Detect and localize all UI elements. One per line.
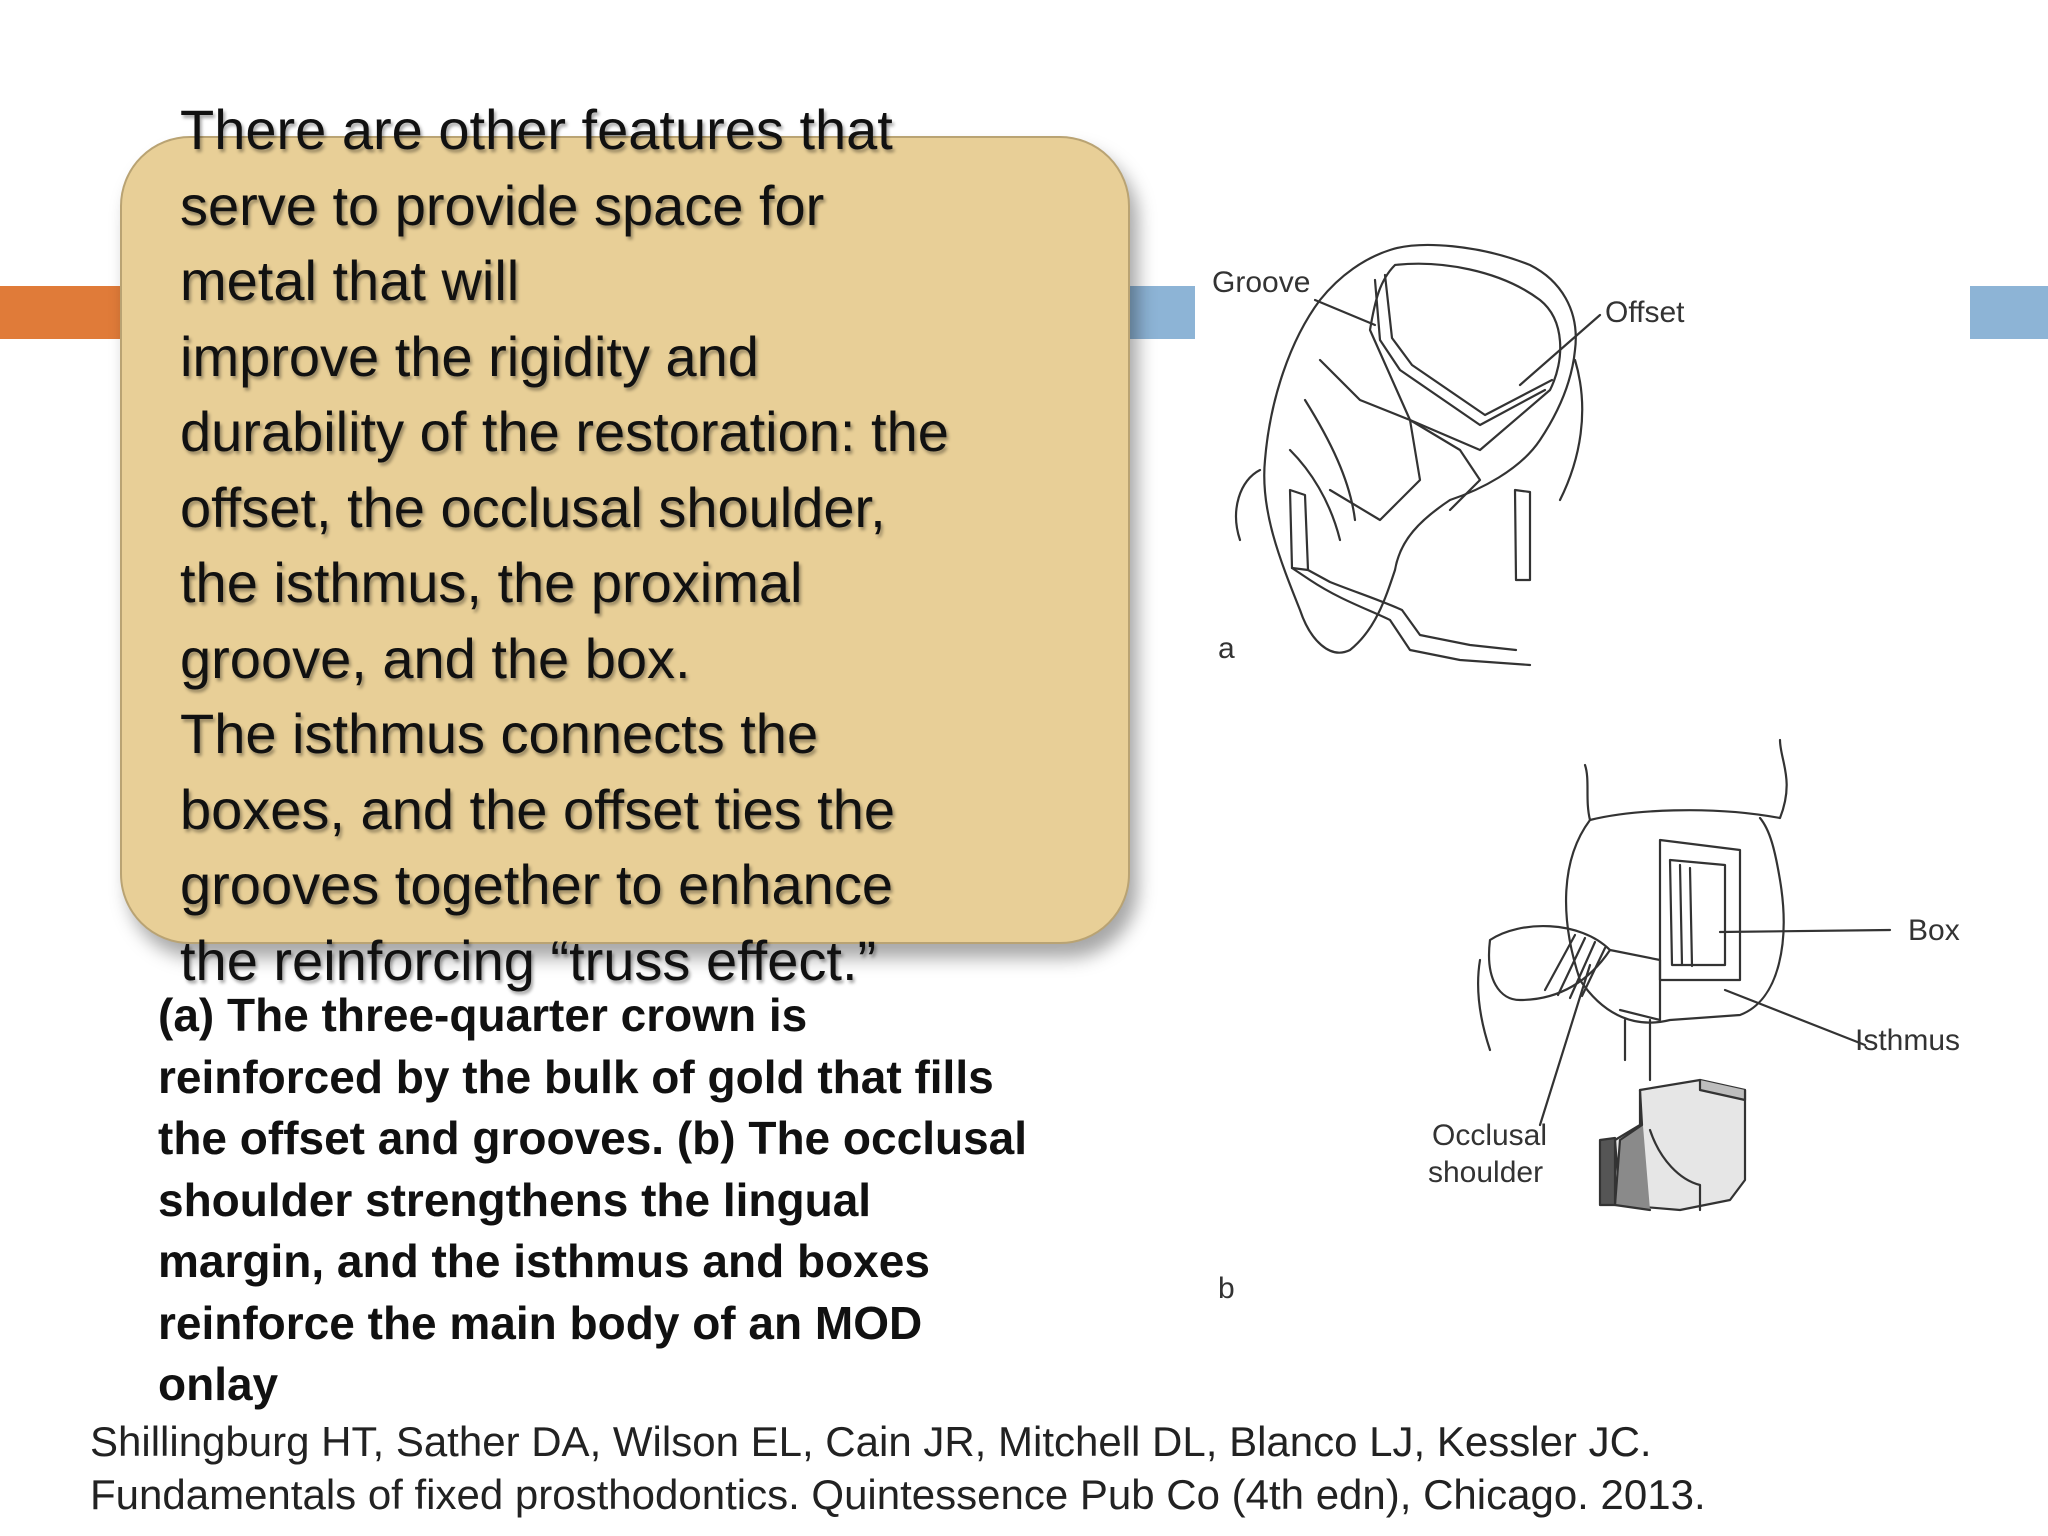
tooth-a-groove-line: [1383, 273, 1554, 417]
callout-box: [120, 136, 1130, 944]
tooth-b-block-edge: [1613, 1088, 1652, 1212]
offset-leader-line: [1518, 313, 1602, 387]
groove-leader-line: [1313, 298, 1377, 327]
caption-line: reinforce the main body of an MOD: [158, 1296, 923, 1349]
tooth-a-contour: [1235, 468, 1262, 542]
tooth-b-box-inner: [1668, 858, 1727, 967]
diagram-b-labels: Box Isthmus Occlusal shoulder b: [1218, 914, 1960, 1305]
tooth-b-outline: [1583, 738, 1788, 822]
caption-line: shoulder strengthens the lingual: [158, 1173, 872, 1226]
tooth-a-facet: [1318, 358, 1422, 522]
tooth-a-groove-line: [1373, 278, 1547, 427]
caption-line: margin, and the isthmus and boxes: [158, 1235, 930, 1287]
label-b: b: [1218, 1272, 1235, 1305]
main-text-line: The isthmus connects the: [180, 702, 819, 765]
main-text-line: There are other features that: [180, 98, 893, 161]
tooth-a-facet: [1288, 448, 1342, 542]
tooth-a-groove-slot: [1288, 488, 1310, 572]
diagram-b: [1476, 738, 1892, 1212]
diagram-a-labels: Groove Offset a: [1212, 266, 1685, 665]
main-text-line: the reinforcing “truss effect.”: [180, 928, 877, 992]
main-text-line: durability of the restoration: the: [180, 400, 949, 463]
diagram-a: [1235, 243, 1602, 667]
main-text-line: serve to provide space for: [180, 173, 825, 237]
tooth-diagram-svg: Groove Offset a: [1212, 243, 1960, 1305]
accent-bar-orange: [0, 286, 140, 339]
isthmus-leader-line: [1723, 988, 1867, 1047]
tooth-b-block-curve: [1598, 1136, 1617, 1207]
label-groove: Groove: [1212, 266, 1310, 299]
main-text-line: offset, the occlusal shoulder,: [180, 475, 886, 539]
main-text-line: boxes, and the offset ties the: [180, 777, 896, 841]
tooth-b-occlusal-shoulder: [1487, 925, 1612, 1002]
label-shoulder: shoulder: [1428, 1156, 1543, 1189]
tooth-b-occlusal-shoulder: [1476, 958, 1492, 1052]
caption-line: reinforced by the bulk of gold that fill…: [158, 1050, 994, 1103]
tooth-a-facet: [1408, 418, 1482, 512]
reference-line: Fundamentals of fixed prosthodontics. Qu…: [90, 1471, 1706, 1518]
label-isthmus: Isthmus: [1855, 1024, 1960, 1057]
accent-bar-blue-right: [1970, 286, 2048, 339]
tooth-a-groove-slot: [1513, 488, 1532, 582]
main-text-block: There are other features that serve to p…: [180, 92, 1080, 998]
tooth-a-contour: [1558, 358, 1584, 502]
tooth-b-block-curve: [1648, 1128, 1702, 1212]
reference-citation: Shillingburg HT, Sather DA, Wilson EL, C…: [90, 1415, 1990, 1521]
reference-line: Shillingburg HT, Sather DA, Wilson EL, C…: [90, 1418, 1652, 1465]
tooth-b-shoulder-hatch: [1543, 933, 1607, 1000]
tooth-b-isthmus: [1608, 948, 1662, 1022]
figure-caption: (a) The three-quarter crown is reinforce…: [158, 985, 1158, 1416]
main-text-line: groove, and the box.: [180, 626, 691, 690]
tooth-b-block-side: [1698, 1078, 1747, 1102]
tooth-preparation-figure: Groove Offset a: [1180, 220, 2020, 1360]
tooth-a-root: [1306, 568, 1518, 652]
tooth-a-outline: [1263, 243, 1577, 654]
label-offset: Offset: [1605, 296, 1685, 329]
caption-line: (a) The three-quarter crown is: [158, 989, 808, 1041]
main-text-line: grooves together to enhance: [180, 853, 893, 916]
label-box: Box: [1908, 914, 1960, 947]
box-leader-line: [1718, 928, 1892, 934]
main-text-line: metal that will: [180, 249, 520, 312]
tooth-b-box-outer: [1658, 838, 1742, 982]
label-a: a: [1218, 632, 1235, 665]
label-occlusal: Occlusal: [1432, 1119, 1547, 1152]
occlusal-shoulder-leader-line: [1538, 963, 1592, 1127]
tooth-b-crown: [1564, 816, 1785, 1024]
main-text-line: improve the rigidity and: [180, 324, 759, 388]
main-text-line: the isthmus, the proximal: [180, 551, 803, 614]
tooth-a-root: [1290, 566, 1532, 667]
caption-line: onlay: [158, 1358, 279, 1410]
tooth-b-box-groove: [1678, 863, 1684, 967]
tooth-a-crown-inner: [1368, 262, 1562, 452]
caption-line: the offset and grooves. (b) The occlusal: [158, 1112, 1028, 1164]
tooth-b-box-groove: [1688, 866, 1694, 968]
tooth-a-facet: [1303, 398, 1357, 522]
